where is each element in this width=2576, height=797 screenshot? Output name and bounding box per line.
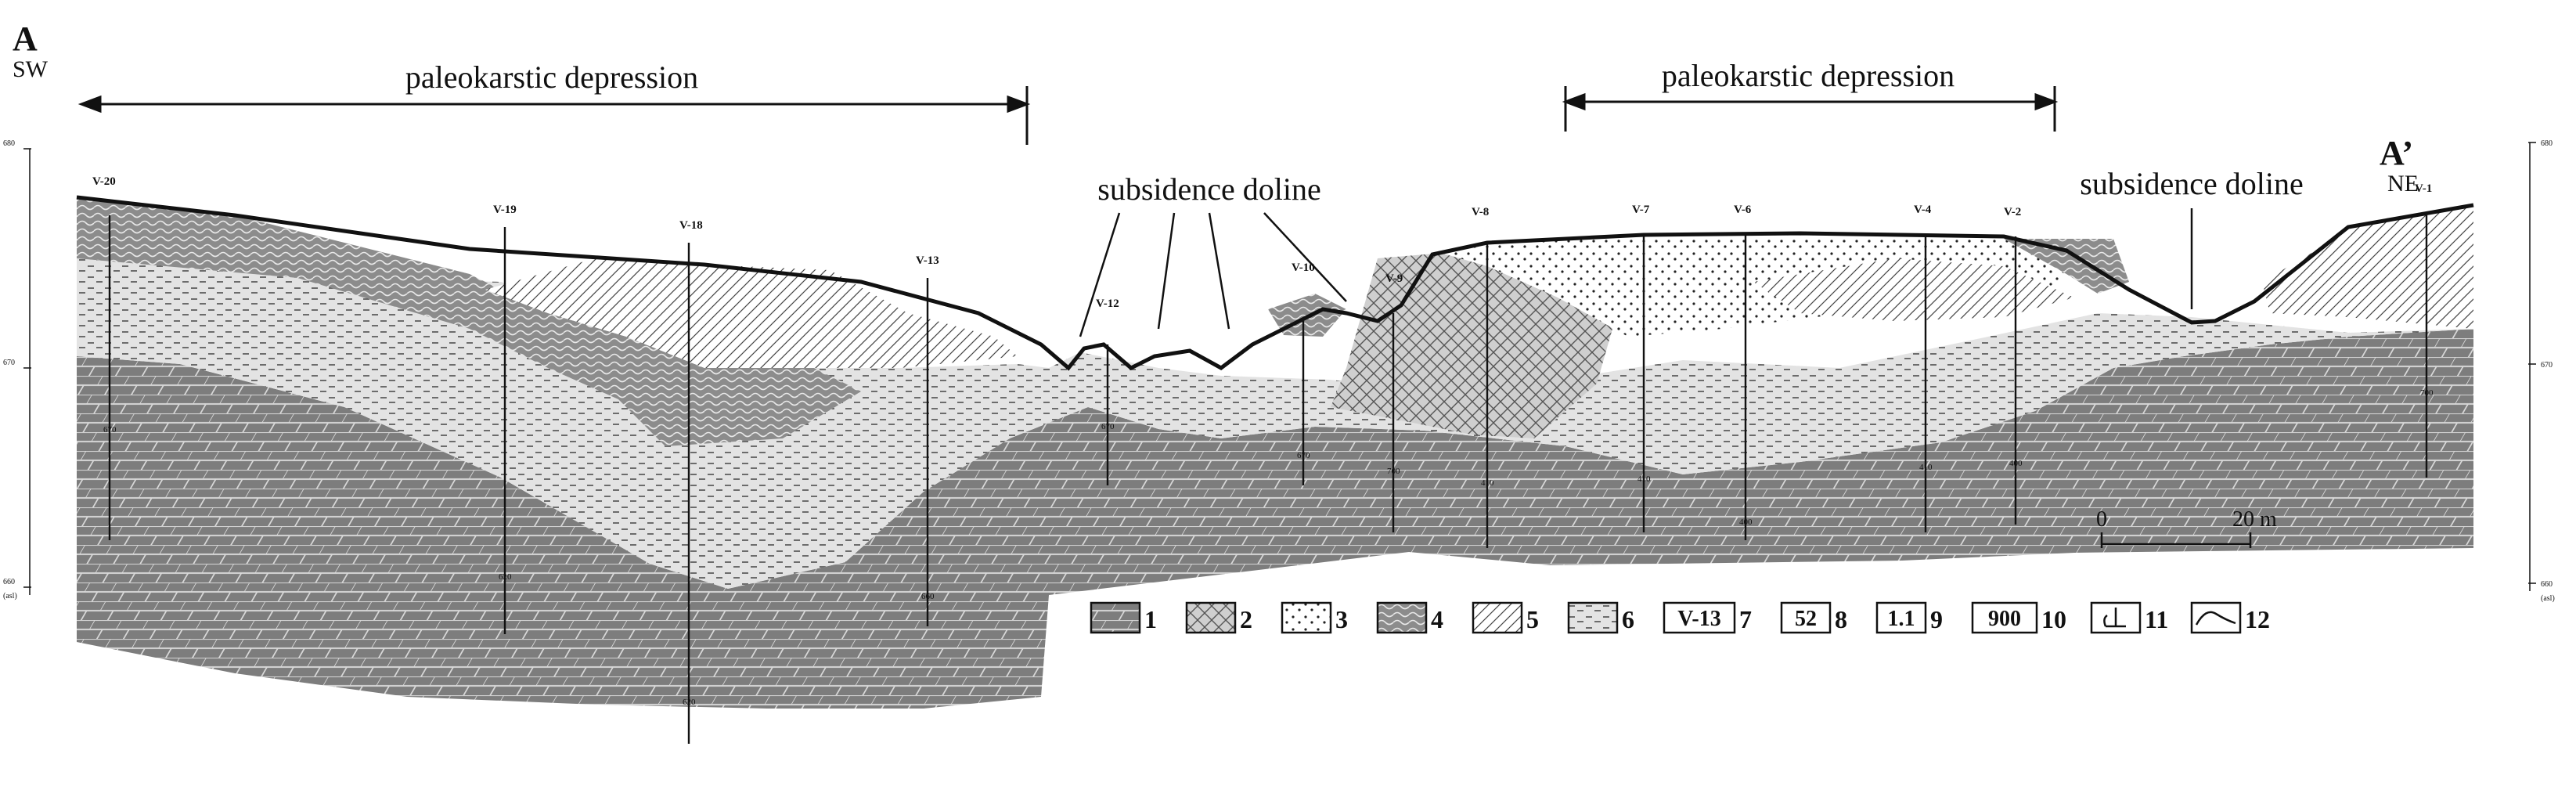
- legend-text-7: V-13: [1677, 607, 1720, 631]
- well-label: V-4: [1914, 204, 1932, 216]
- surface-line-icon: [2195, 611, 2236, 626]
- unit-5-diagonal-west: [485, 258, 1018, 368]
- well-bottom-label: 660: [921, 592, 935, 601]
- legend-swatch-6: [1567, 601, 1619, 634]
- well-bottom-label: 410: [1637, 474, 1651, 484]
- legend-text-10: 900: [1988, 607, 2021, 631]
- legend-text-8: 52: [1795, 607, 1817, 631]
- section-start-direction: SW: [13, 56, 49, 82]
- depression-bracket-west: [77, 86, 1031, 145]
- right-elevation-axis: 680 670 660 (asl): [2528, 139, 2555, 603]
- unit-1-bedrock: [77, 329, 2473, 709]
- legend-number: 7: [1739, 605, 1752, 633]
- well-bottom-label: 410: [1919, 463, 1933, 472]
- well-symbol-icon: [2103, 608, 2126, 628]
- legend-number: 8: [1835, 605, 1847, 633]
- scale-end-label: 20 m: [2232, 507, 2277, 532]
- well-bottom-label: 620: [683, 698, 696, 707]
- legend-swatch-1: [1090, 601, 1141, 634]
- legend-swatch-2: [1185, 601, 1237, 634]
- well-bottom-label: 400: [2009, 459, 2023, 468]
- legend-text-9: 1.1: [1888, 607, 1915, 631]
- well-bottom-label: 670: [1297, 451, 1310, 460]
- legend-swatch-3: [1281, 601, 1332, 634]
- unit-5-diagonal-east: [1753, 258, 2074, 321]
- section-end-letter: A’: [2380, 134, 2413, 172]
- well-label: V-18: [679, 219, 703, 232]
- legend: [1090, 601, 2242, 634]
- legend-box-10: [1971, 601, 2038, 634]
- section-end-direction: NE: [2387, 171, 2419, 197]
- well-label: V-20: [92, 175, 116, 188]
- well-bottom-label: 620: [499, 572, 512, 582]
- legend-number: 10: [2041, 605, 2066, 633]
- well-bottom-label: 400: [1739, 518, 1753, 527]
- legend-number: 11: [2145, 605, 2168, 633]
- legend-number: 9: [1930, 605, 1943, 633]
- depression-label-west: paleokarstic depression: [405, 60, 698, 95]
- unit-4-wavy-west: [77, 196, 861, 446]
- legend-number: 5: [1526, 605, 1539, 633]
- axis-tick-label: 670: [3, 359, 15, 367]
- doline-label-east: subsidence doline: [2080, 166, 2304, 201]
- legend-number: 2: [1240, 605, 1252, 633]
- unit-4-wavy-east: [2004, 239, 2129, 294]
- axis-tick-label: 660: [3, 578, 15, 586]
- legend-number: 6: [1622, 605, 1634, 633]
- well-label: V-13: [916, 254, 939, 267]
- well-label: V-7: [1632, 204, 1650, 216]
- axis-tick-label: 660: [2541, 580, 2553, 589]
- legend-number: 12: [2245, 605, 2270, 633]
- axis-tick-label: 670: [2541, 361, 2553, 370]
- legend-box-12: [2190, 601, 2242, 634]
- well-bottom-label: 670: [1101, 422, 1115, 431]
- axis-tick-label: 680: [2541, 139, 2553, 148]
- legend-number: 1: [1144, 605, 1157, 633]
- legend-number: 3: [1335, 605, 1348, 633]
- depression-label-east: paleokarstic depression: [1662, 58, 1955, 93]
- doline-pointers-west: [1079, 212, 1347, 337]
- legend-box-7: [1663, 601, 1736, 634]
- legend-swatch-5: [1472, 601, 1523, 634]
- well-bottom-label: 700: [1387, 467, 1400, 476]
- well-label: V-8: [1472, 206, 1489, 218]
- depression-bracket-east: [1562, 86, 2059, 132]
- axis-tick-label: 680: [3, 139, 15, 148]
- well-label: V-1: [2415, 182, 2432, 195]
- well-label: V-6: [1734, 204, 1752, 216]
- well-label: V-9: [1385, 272, 1403, 285]
- unit-2-crosshatch: [1331, 251, 1612, 438]
- well-bottom-label: 700: [2420, 388, 2434, 398]
- well-bottom-label: 410: [1481, 478, 1494, 488]
- legend-number: 4: [1431, 605, 1443, 633]
- scale-start-label: 0: [2096, 507, 2107, 532]
- unit-5-diagonal-far-east: [2262, 205, 2473, 329]
- well-label: V-2: [2004, 206, 2021, 218]
- well-label: V-19: [493, 204, 517, 216]
- boreholes: [108, 215, 2428, 744]
- well-bottom-label: 670: [103, 425, 117, 435]
- doline-label-west: subsidence doline: [1097, 171, 1321, 207]
- axis-unit-label: (asl): [3, 592, 17, 600]
- well-label: V-12: [1096, 298, 1119, 310]
- well-label: V-10: [1292, 261, 1315, 274]
- legend-swatch-4: [1376, 601, 1428, 634]
- section-start-letter: A: [13, 20, 38, 58]
- legend-box-8: [1780, 601, 1832, 634]
- scale-bar: [2100, 532, 2252, 548]
- axis-unit-label: (asl): [2541, 594, 2555, 603]
- left-elevation-axis: 680 670 660 (asl): [3, 139, 31, 600]
- legend-box-9: [1875, 601, 1927, 634]
- ground-surface-line: [76, 195, 2474, 371]
